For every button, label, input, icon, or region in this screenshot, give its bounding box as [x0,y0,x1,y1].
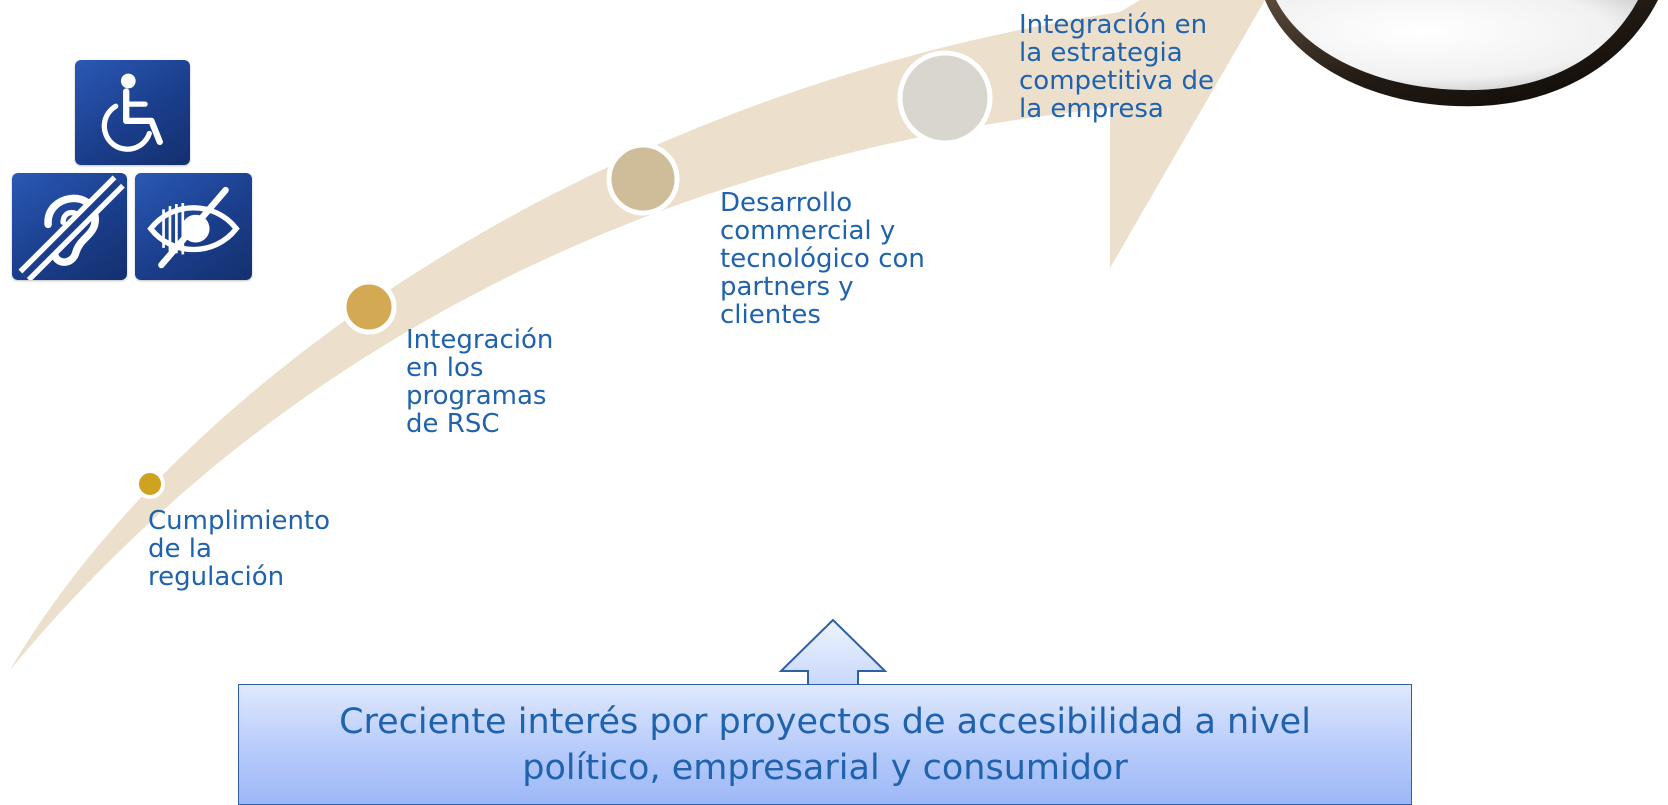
stage-label-line: de RSC [406,409,500,439]
stage-label-line: la estrategia [1019,38,1183,68]
stage-dot-4 [897,50,993,146]
callout-box: Creciente interés por proyectos de acces… [238,684,1412,805]
stage-label-line: la empresa [1019,94,1164,124]
stage-label-line: programas [406,381,547,411]
stage-label-line: regulación [148,562,285,592]
stage-label-4: Integración en la estrategia competitiva… [1019,11,1214,123]
accessibility-icons [10,55,262,282]
callout-line: político, empresarial y consumidor [522,747,1128,788]
callout-line: Creciente interés por proyectos de acces… [339,701,1311,742]
stage-label-1: Cumplimiento de la regulación [148,507,330,591]
stage-label-3: Desarrollo commercial y tecnológico con … [720,189,925,329]
wheelchair-icon [75,60,190,165]
hearing-assist-icon [12,173,127,280]
low-vision-icon [135,173,252,280]
callout-text: Creciente interés por proyectos de acces… [339,699,1311,791]
stage-label-line: Cumplimiento [148,506,331,536]
stage-label-line: Integración [406,325,554,355]
stage-label-2: Integración en los programas de RSC [406,326,553,438]
progress-arrow-band [10,0,1265,670]
stage-dot-1 [135,469,165,499]
stage-dot-3 [606,142,680,216]
stage-label-line: de la [148,534,212,564]
stage-label-line: clientes [720,300,821,330]
up-arrow-shape [778,618,888,691]
stage-label-line: partners y [720,272,854,302]
stage-label-line: Integración en [1019,10,1208,40]
stage-label-line: en los [406,353,484,383]
stage-label-line: commercial y [720,216,896,246]
stage-label-line: competitiva de [1019,66,1214,96]
stage-label-line: Desarrollo [720,188,853,218]
stage-dot-2 [341,279,397,335]
magnifying-glass-icon [1265,0,1658,107]
stage-label-line: tecnológico con [720,244,925,274]
